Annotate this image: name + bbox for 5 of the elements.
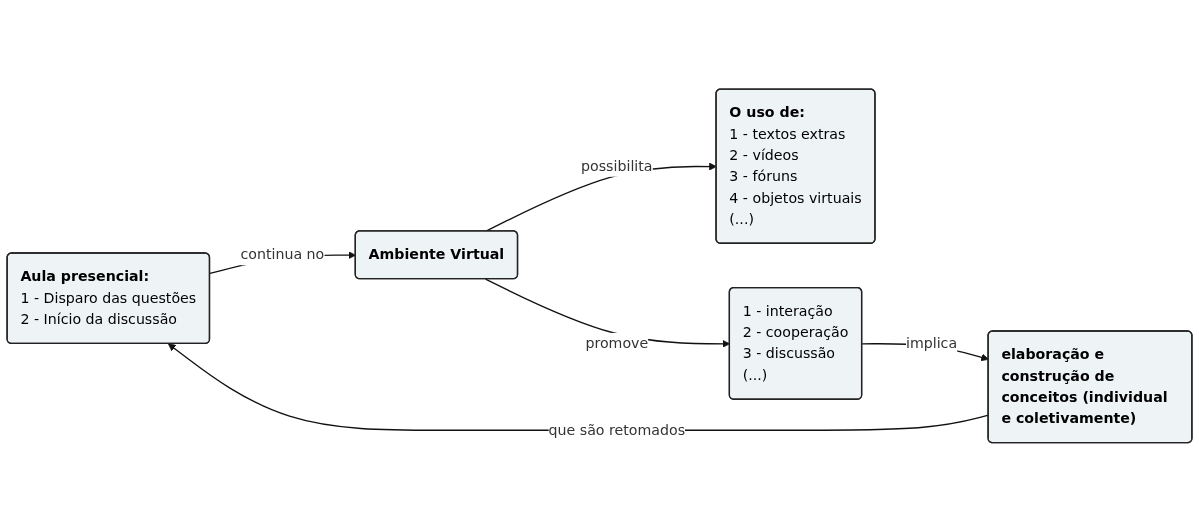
edge-label: que são retomados [548,421,686,438]
edge-label: continua no [240,245,325,263]
edge-label: implica [905,334,958,352]
edge-label: promove [585,334,649,352]
edge-label: possibilita [581,156,653,174]
